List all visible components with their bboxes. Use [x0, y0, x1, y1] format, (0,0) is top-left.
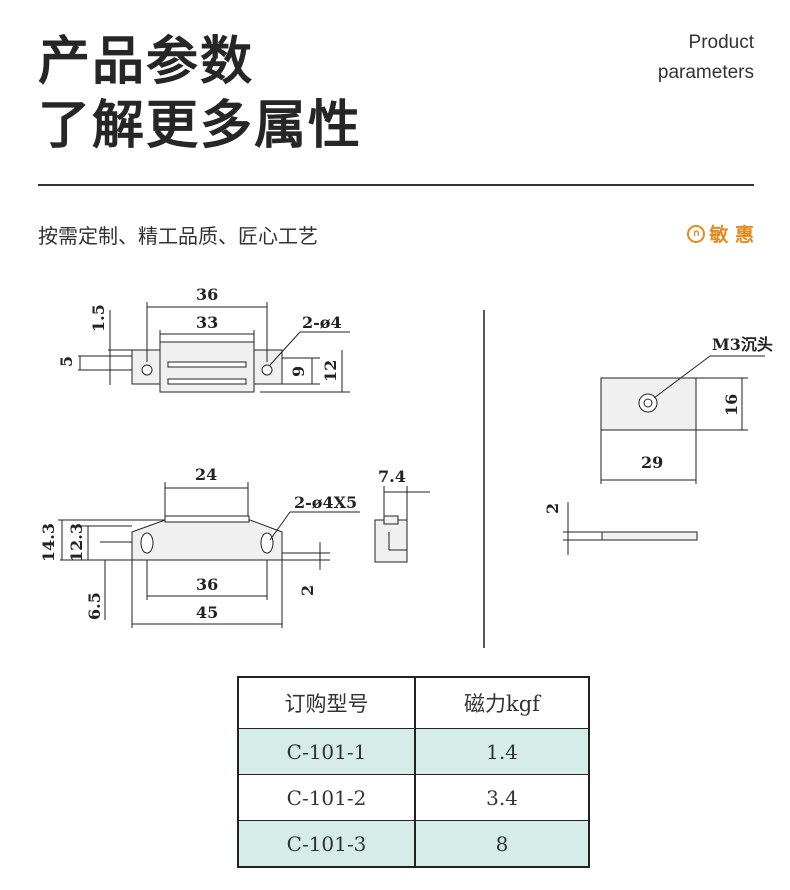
dim-24: 24: [195, 465, 217, 484]
plate-side-view: [601, 531, 698, 541]
dim-12: 12: [321, 360, 340, 382]
english-subtitle-line1: Product: [688, 32, 754, 53]
brand-icon: ∩: [687, 224, 706, 243]
table-row: C-101-3 8: [237, 820, 590, 868]
table-row: C-101-2 3.4: [237, 774, 590, 821]
header-force: 磁力kgf: [414, 676, 590, 729]
plate-top-view: [600, 377, 697, 431]
technical-drawing: 36 33 2-ø4 1.5 5 9 12 24 7.4 2-ø4X5 14.3…: [39, 285, 773, 648]
cell-force: 3.4: [414, 774, 590, 821]
table-row: C-101-1 1.4: [237, 728, 590, 775]
dim-36-bottom: 36: [196, 575, 218, 594]
top-view-part: [131, 341, 283, 393]
cell-force: 8: [414, 820, 590, 868]
dim-5: 5: [57, 356, 76, 367]
dim-33: 33: [196, 313, 218, 332]
slogan: 按需定制、精工品质、匠心工艺: [38, 224, 318, 248]
dim-2-plate: 2: [543, 503, 562, 514]
english-subtitle-line2: parameters: [657, 62, 754, 83]
page-title-line1: 产品参数: [38, 32, 255, 92]
header-divider: [38, 184, 754, 186]
m3-label: M3沉头: [712, 335, 773, 354]
cell-model: C-101-3: [237, 820, 416, 868]
cell-force: 1.4: [414, 728, 590, 775]
side-view-part: [131, 515, 283, 561]
english-subtitle: Product parameters: [658, 28, 754, 88]
holes-side-label: 2-ø4X5: [294, 493, 357, 512]
cell-model: C-101-1: [237, 728, 416, 775]
dim-45: 45: [196, 603, 218, 622]
dim-7-4: 7.4: [378, 467, 406, 486]
dim-6-5: 6.5: [85, 592, 104, 620]
cell-model: C-101-2: [237, 774, 416, 821]
dim-2-side: 2: [298, 585, 317, 596]
dim-29: 29: [641, 453, 663, 472]
holes-top-label: 2-ø4: [302, 313, 342, 332]
brand-logo: ∩ 敏 惠: [687, 220, 754, 247]
header-model: 订购型号: [237, 676, 416, 729]
dim-14-3: 14.3: [39, 523, 58, 562]
title-block: 产品参数 了解更多属性: [38, 30, 362, 158]
brand-name: 敏 惠: [709, 224, 754, 246]
dim-36-top: 36: [196, 285, 218, 304]
spec-table: 订购型号 磁力kgf C-101-1 1.4 C-101-2 3.4 C-101…: [237, 676, 590, 868]
dim-1-5: 1.5: [89, 304, 108, 332]
page-title-line2: 了解更多属性: [38, 96, 363, 156]
table-header-row: 订购型号 磁力kgf: [237, 676, 590, 729]
dim-16: 16: [722, 394, 741, 416]
dim-9: 9: [289, 366, 308, 377]
end-view-part: [374, 515, 408, 563]
dim-12-3: 12.3: [67, 523, 86, 562]
